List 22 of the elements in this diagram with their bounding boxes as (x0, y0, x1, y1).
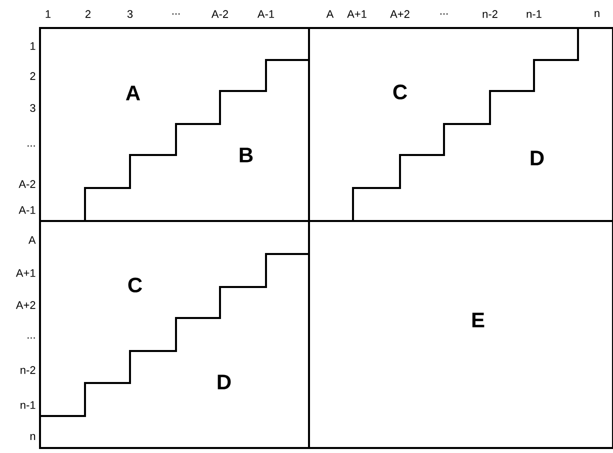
region-letter: C (393, 84, 407, 100)
region-letter: A (126, 86, 140, 100)
column-label: A (326, 10, 334, 18)
row-label: A-1 (18, 206, 36, 214)
column-label: n-1 (526, 10, 542, 18)
region-letter: D (530, 150, 544, 166)
column-label: 2 (86, 10, 90, 18)
column-label: 3 (127, 10, 133, 18)
column-label: A-1 (257, 10, 274, 18)
region-letter: D (218, 374, 231, 390)
column-label: A-2 (211, 10, 228, 18)
region-letter: E (472, 312, 484, 328)
column-label: A+2 (390, 10, 410, 18)
column-label: A+1 (347, 10, 366, 18)
region-letter: C (128, 278, 142, 292)
column-label: n-2 (482, 10, 498, 18)
region-letter: B (240, 148, 253, 162)
row-label: A (28, 236, 36, 244)
column-label: 1 (46, 10, 51, 18)
column-label: ... (440, 13, 448, 15)
column-label: n (594, 11, 600, 17)
column-label: ... (172, 13, 180, 15)
